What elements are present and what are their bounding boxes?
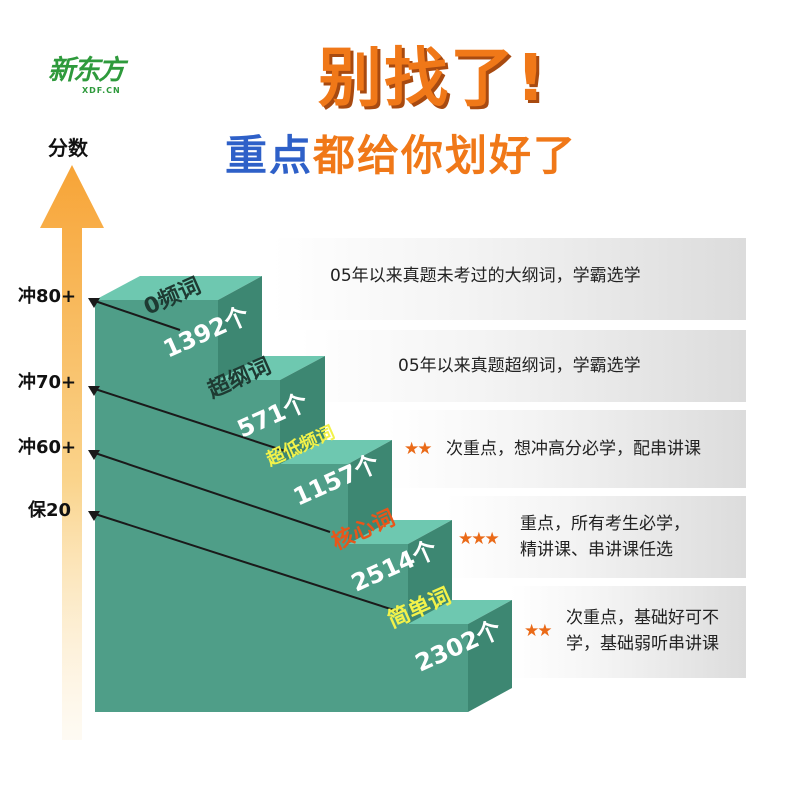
logo-text: 新东方 bbox=[48, 55, 125, 86]
level-label-20: 保20 bbox=[28, 500, 72, 521]
level-line-80 bbox=[91, 299, 181, 331]
level-arrowhead-20 bbox=[88, 511, 100, 521]
description-row-1 bbox=[272, 238, 746, 320]
description-row-5 bbox=[510, 586, 746, 678]
description-row-4 bbox=[446, 496, 746, 578]
level-label-80: 冲80+ bbox=[18, 286, 77, 307]
description-text-5-line2: 学，基础弱听串讲课 bbox=[566, 634, 719, 654]
stair-front-1 bbox=[95, 300, 218, 380]
stair-riser-4 bbox=[408, 520, 452, 624]
stair-riser-5 bbox=[468, 600, 512, 712]
stair-front-4 bbox=[95, 544, 408, 624]
stair-front-2 bbox=[95, 380, 280, 464]
level-arrowhead-80 bbox=[88, 298, 100, 308]
stair-riser-3 bbox=[348, 440, 392, 544]
score-arrow bbox=[40, 165, 104, 740]
level-label-70: 冲70+ bbox=[18, 372, 77, 393]
description-row-3 bbox=[388, 410, 746, 488]
logo-subtext: XDF.CN bbox=[82, 86, 121, 95]
axis-title: 分数 bbox=[48, 136, 88, 160]
description-text-3: 次重点，想冲高分必学，配串讲课 bbox=[446, 439, 701, 459]
stair-top-1 bbox=[95, 276, 262, 300]
xdf-logo: 新东方 XDF.CN bbox=[48, 56, 148, 96]
level-line-20 bbox=[91, 512, 401, 613]
description-text-1: 05年以来真题未考过的大纲词，学霸选学 bbox=[330, 266, 641, 286]
description-text-5-line1: 次重点，基础好可不 bbox=[566, 608, 719, 628]
subheadline-part2: 都给你划好了 bbox=[313, 131, 578, 180]
description-row-2 bbox=[300, 330, 746, 402]
star-rating-3: ★★ bbox=[404, 439, 433, 459]
level-label-60: 冲60+ bbox=[18, 437, 77, 458]
level-arrowhead-60 bbox=[88, 450, 100, 460]
star-rating-4: ★★★ bbox=[458, 529, 500, 549]
description-text-2: 05年以来真题超纲词，学霸选学 bbox=[398, 356, 641, 376]
description-text-4-line2: 精讲课、串讲课任选 bbox=[520, 540, 673, 560]
stair-front-5 bbox=[95, 624, 468, 712]
subheadline: 重点都给你划好了 bbox=[225, 128, 577, 184]
level-arrowhead-70 bbox=[88, 386, 100, 396]
level-line-60 bbox=[91, 451, 331, 533]
stair-front-3 bbox=[95, 464, 348, 544]
star-rating-5: ★★ bbox=[524, 621, 553, 641]
stair-riser-2 bbox=[280, 356, 325, 464]
stair-riser-1 bbox=[218, 276, 262, 380]
description-text-4-line1: 重点，所有考生必学， bbox=[520, 514, 690, 534]
headline: 别找了! bbox=[318, 42, 548, 116]
level-line-70 bbox=[91, 387, 289, 453]
subheadline-part1: 重点 bbox=[225, 131, 314, 180]
